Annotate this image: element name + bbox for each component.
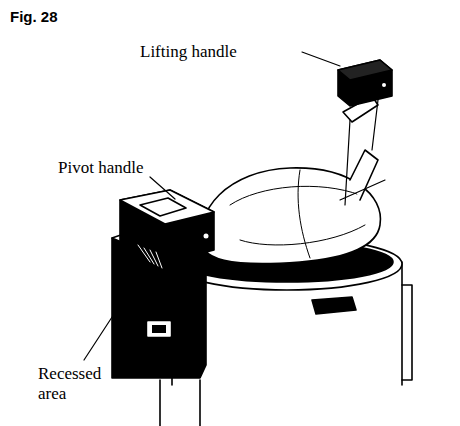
part-label: Pivot handle	[58, 158, 143, 178]
part-label: Lifting handle	[140, 42, 237, 62]
figure-number: Fig. 28	[10, 8, 58, 26]
part-label: Recessed area	[38, 364, 118, 404]
